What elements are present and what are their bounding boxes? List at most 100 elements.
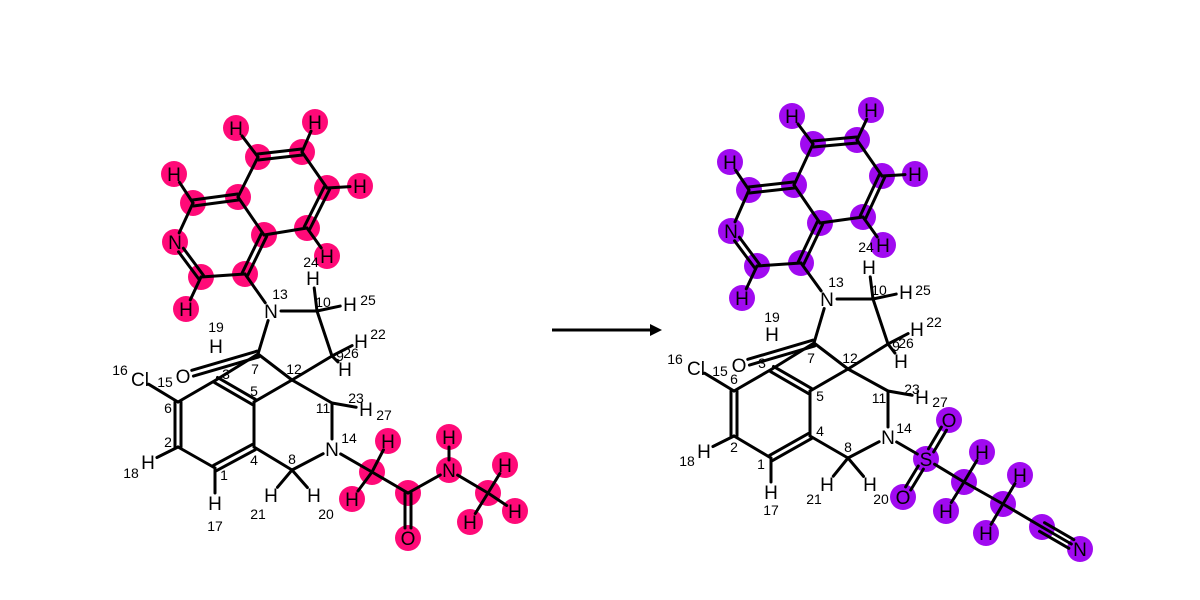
product-atom-label-har7: H: [785, 107, 799, 128]
product-bond-ar2-arn-0: [733, 239, 757, 270]
product-bond-c7-n13: [812, 307, 826, 345]
product-atom-label-hs2: H: [939, 502, 953, 523]
reactant-atom-index-2: 2: [164, 434, 172, 450]
product-bond-c4-c1-0: [770, 437, 813, 463]
product-bond-s-so2-1: [904, 464, 920, 489]
product-bond-cs2-hs3: [1001, 482, 1017, 506]
product-bond-ar1-ar2: [755, 261, 803, 268]
reactant-bond-cme-hme2: [486, 491, 509, 507]
reactant-atom-label-h22: H: [354, 332, 368, 353]
reactant-atom-index-7: 7: [251, 361, 259, 377]
product-bond-c10-c9: [871, 297, 890, 346]
product-bond-c7-o-0: [747, 344, 817, 367]
product-atom-label-har10: H: [876, 236, 890, 257]
reactant-bond-c6-cl: [147, 382, 180, 404]
product-highlight-har7: [779, 103, 805, 129]
reactant-bond-cm-hm2: [356, 470, 374, 493]
product-atom-label-har8: H: [864, 101, 878, 122]
product-atom-label-har2: H: [735, 289, 749, 310]
reactant-highlight-har8: [302, 109, 328, 135]
reactant-atom-label-nam: N: [442, 461, 456, 482]
reactant-bond-c4-c1-0: [214, 448, 257, 473]
reactant-atom-label-h19: H: [209, 337, 223, 358]
product-atom-index-27: 27: [932, 394, 948, 410]
product-atom-index-7: 7: [807, 350, 815, 366]
reactant-bond-c7-o-0: [191, 355, 261, 378]
reactant-bond-nam-cme: [456, 473, 490, 495]
reactant-bond-c11-h27: [330, 401, 358, 409]
product-bond-ar2-har2: [744, 264, 759, 291]
product-bond-cs2-hs4: [989, 502, 1005, 526]
reactant-atom-label-ham: H: [442, 428, 456, 449]
reactant-atom-index-14: 14: [341, 430, 357, 446]
product-atom-index-13: 13: [828, 274, 844, 290]
reactant-bond-c10-h10a: [312, 286, 319, 313]
product-highlight-hs4: [973, 520, 999, 546]
reactant-bond-ar4-har4: [177, 180, 195, 205]
product-bond-ar8-har8: [855, 117, 869, 142]
product-bond-cs1-hs2: [949, 480, 966, 505]
product-atom-label-h20: H: [863, 475, 877, 496]
reactant-highlight-har4: [161, 161, 187, 187]
reactant-atom-index-12: 12: [286, 361, 302, 377]
reactant-atom-index-15: 15: [157, 374, 173, 390]
product-bond-ar9-ar10-0: [864, 175, 887, 220]
product-bond-ar9-ar10-1: [858, 173, 881, 218]
reactant-bond-ar7-ar8-1: [256, 153, 304, 162]
reactant-bond-c7-n13: [256, 319, 270, 356]
product-atom-index-22: 22: [926, 314, 942, 330]
reactant-bond-ar10-har10: [305, 226, 323, 250]
product-bond-c9-c12: [846, 342, 890, 371]
product-bond-ar10-har10: [861, 215, 879, 239]
reactant-bond-ar9-har9: [325, 185, 352, 190]
reactant-bond-ar2-arn-1: [181, 246, 205, 277]
reactant-atom-index-5: 5: [250, 383, 258, 399]
reactant-bond-cm-ccar: [370, 470, 410, 495]
reactant-atom-label-cl: Cl: [131, 370, 149, 391]
reactant-atom-label-har9: H: [353, 177, 367, 198]
reactant-bond-ar2-arn-0: [177, 250, 201, 281]
reactant-atom-label-har8: H: [308, 113, 322, 134]
product-atom-index-3: 3: [758, 355, 766, 371]
product-bond-c3-c5-0: [772, 364, 814, 390]
product-atom-index-8: 8: [844, 439, 852, 455]
reactant-bond-ar2-har2: [188, 275, 203, 302]
reactant-bond-ar1-ar2: [199, 272, 247, 279]
reactant-atom-label-n14: N: [325, 440, 339, 461]
product-bond-ar6-ar1-0: [802, 222, 825, 266]
reactant-atom-label-o: O: [176, 367, 191, 388]
reactant-bond-c10-h25: [315, 304, 342, 313]
reactant-atom-index-26: 26: [343, 345, 359, 361]
product-bond-ar2-arn-1: [737, 235, 761, 266]
reactant-atom-index-27: 27: [376, 407, 392, 423]
reactant-atom-index-13: 13: [272, 286, 288, 302]
reactant-atom-index-17: 17: [207, 518, 223, 534]
product-bond-ar10-ar6: [818, 215, 865, 225]
reactant-bond-cme-hme1: [486, 472, 502, 495]
product-atom-index-1: 1: [757, 456, 765, 472]
reactant-bond-c9-h26: [330, 354, 340, 364]
product-highlight-har4: [717, 149, 743, 175]
reactant-highlight-arn: [162, 229, 188, 255]
product-bond-c7-c12: [812, 341, 850, 371]
reactant-atom-label-h18: H: [141, 453, 155, 474]
product-atom-index-4: 4: [816, 423, 824, 439]
reactant-atom-label-h21: H: [264, 486, 278, 507]
product-atom-label-h18: H: [697, 442, 711, 463]
product-highlight-hs1: [969, 439, 995, 465]
reactant-bond-ar9-ar10-1: [302, 185, 326, 229]
reactant-atom-label-n13: N: [264, 302, 278, 323]
product-bond-arn-ar4: [733, 188, 751, 224]
product-bond-c7-o-1: [746, 338, 815, 361]
product-atom-index-25: 25: [915, 282, 931, 298]
reactant-highlight-har10: [314, 243, 340, 269]
reactant-highlight-hme2: [502, 498, 528, 524]
product-bond-c8-c4: [808, 434, 850, 460]
reactant-bond-c10-c9: [315, 309, 334, 358]
product-highlight-hs2: [933, 498, 959, 524]
reactant-atom-index-23: 23: [348, 390, 364, 406]
product-highlight-nn: [1067, 536, 1093, 562]
product-bond-c8-h21: [831, 456, 850, 478]
reactant-atom-index-19: 19: [208, 319, 224, 335]
product-bond-s-so1-0: [926, 425, 943, 451]
